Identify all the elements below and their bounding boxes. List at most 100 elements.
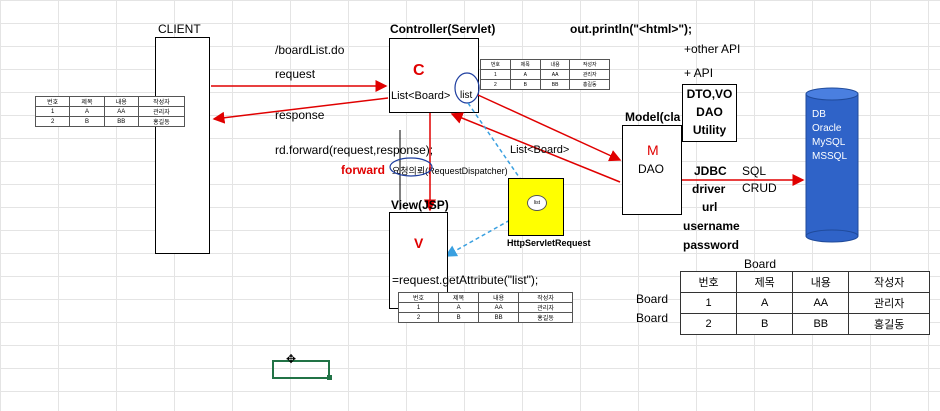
driver-label: driver <box>692 182 726 196</box>
table-cell: AA <box>103 106 139 117</box>
table-header: 작성자 <box>569 59 610 70</box>
controller-title: Controller(Servlet) <box>390 22 496 36</box>
table-header: 작성자 <box>848 271 930 293</box>
table-header: 내용 <box>478 292 520 303</box>
request-label: request <box>275 67 316 81</box>
db-line: DB <box>812 109 826 120</box>
model-title: Model(cla <box>625 110 681 124</box>
api-label: + API <box>684 66 714 80</box>
table-cell: BB <box>478 312 520 323</box>
table-cell: 2 <box>679 313 738 335</box>
other-api-label: +other API <box>684 42 741 56</box>
table-header: 번호 <box>480 59 511 70</box>
list-board-label: List<Board> <box>510 144 570 156</box>
table-cell: 홍길동 <box>848 313 930 335</box>
table-header: 번호 <box>679 271 738 293</box>
jdbc-label: JDBC <box>694 164 727 178</box>
http-request-label: HttpServletRequest <box>507 238 591 248</box>
table-cell: B <box>69 116 105 127</box>
sql-label: SQL <box>742 164 767 178</box>
dao-label: DAO <box>696 105 723 119</box>
url-label: url <box>702 200 718 214</box>
table-cell: 2 <box>397 312 440 323</box>
db-labels: DB Oracle MySQL MSSQL <box>812 108 847 164</box>
table-cell: AA <box>539 69 571 80</box>
table-cell: 관리자 <box>848 292 930 314</box>
table-cell: A <box>509 69 541 80</box>
response-label: response <box>275 108 325 122</box>
table-cell: 홍길동 <box>569 79 610 90</box>
table-cell: 1 <box>34 106 71 117</box>
table-cell: 1 <box>397 302 440 313</box>
board-table-title: Board <box>744 257 777 271</box>
table-header: 제목 <box>509 59 541 70</box>
request-list-circle: list <box>527 195 547 211</box>
view-letter: V <box>414 235 424 251</box>
model-letter: M <box>647 142 659 158</box>
controller-table: 번호 제목 내용 작성자 1 A AA 관리자 2 B BB 홍길동 <box>480 59 610 90</box>
dispatcher-label: 요청의뢰(RequestDispatcher) <box>392 166 508 176</box>
table-header: 내용 <box>539 59 571 70</box>
username-label: username <box>683 219 740 233</box>
forward-call: rd.forward(request,response); <box>275 143 434 157</box>
table-cell: A <box>438 302 480 313</box>
table-cell: AA <box>792 292 850 314</box>
table-cell: 관리자 <box>569 69 610 80</box>
table-cell: BB <box>539 79 571 90</box>
table-header: 제목 <box>736 271 794 293</box>
db-line: MSSQL <box>812 151 848 162</box>
table-header: 작성자 <box>518 292 573 303</box>
table-cell: A <box>736 292 794 314</box>
board-list-url: /boardList.do <box>275 43 345 57</box>
table-header: 제목 <box>69 96 105 107</box>
table-row: 1 A AA 관리자 <box>679 292 930 314</box>
model-dao: DAO <box>638 162 665 176</box>
table-cell: BB <box>792 313 850 335</box>
board-row-label: Board <box>636 311 669 325</box>
forward-label: forward <box>341 163 386 177</box>
table-cell: A <box>69 106 105 117</box>
db-line: MySQL <box>812 137 846 148</box>
table-cell: 관리자 <box>518 302 573 313</box>
table-cell: AA <box>478 302 520 313</box>
selected-cell[interactable] <box>272 360 330 379</box>
table-header: 번호 <box>34 96 71 107</box>
table-cell: B <box>509 79 541 90</box>
fill-handle[interactable] <box>327 375 332 380</box>
table-cell: 홍길동 <box>137 116 186 127</box>
model-box <box>622 125 682 215</box>
view-title: View(JSP) <box>391 198 449 212</box>
table-cell: BB <box>103 116 139 127</box>
view-table: 번호 제목 내용 작성자 1 A AA 관리자 2 B BB 홍길동 <box>397 292 573 323</box>
table-cell: 2 <box>480 79 511 90</box>
db-line: Oracle <box>812 123 842 134</box>
println-label: out.println("<html>"); <box>570 22 693 36</box>
table-header: 내용 <box>792 271 850 293</box>
client-table: 번호 제목 내용 작성자 1 A AA 관리자 2 B BB 홍길동 <box>34 96 186 127</box>
client-title: CLIENT <box>158 22 201 36</box>
controller-letter: C <box>413 62 425 79</box>
dto-label: DTO,VO <box>686 87 733 101</box>
board-row-label: Board <box>636 292 669 306</box>
table-header: 제목 <box>438 292 480 303</box>
table-cell: B <box>736 313 794 335</box>
table-row: 2 B BB 홍길동 <box>679 313 930 335</box>
cursor-icon: ✥ <box>286 352 297 366</box>
table-header: 번호 <box>397 292 440 303</box>
crud-label: CRUD <box>742 181 777 195</box>
password-label: password <box>683 238 740 252</box>
table-cell: 1 <box>480 69 511 80</box>
table-header: 작성자 <box>137 96 186 107</box>
table-cell: 2 <box>34 116 71 127</box>
http-request-box: list <box>508 178 564 236</box>
table-cell: 홍길동 <box>518 312 573 323</box>
controller-list-label: List<Board> <box>391 90 451 102</box>
controller-list-circle-text: list <box>460 90 473 101</box>
board-table: 번호 제목 내용 작성자 1 A AA 관리자 2 B BB 홍길동 <box>679 271 930 335</box>
dto-box: DTO,VO DAO Utility <box>682 84 737 142</box>
utility-label: Utility <box>692 123 727 137</box>
table-cell: B <box>438 312 480 323</box>
view-get-attribute: =request.getAttribute("list"); <box>392 273 539 287</box>
table-header: 내용 <box>103 96 139 107</box>
table-cell: 1 <box>679 292 738 314</box>
